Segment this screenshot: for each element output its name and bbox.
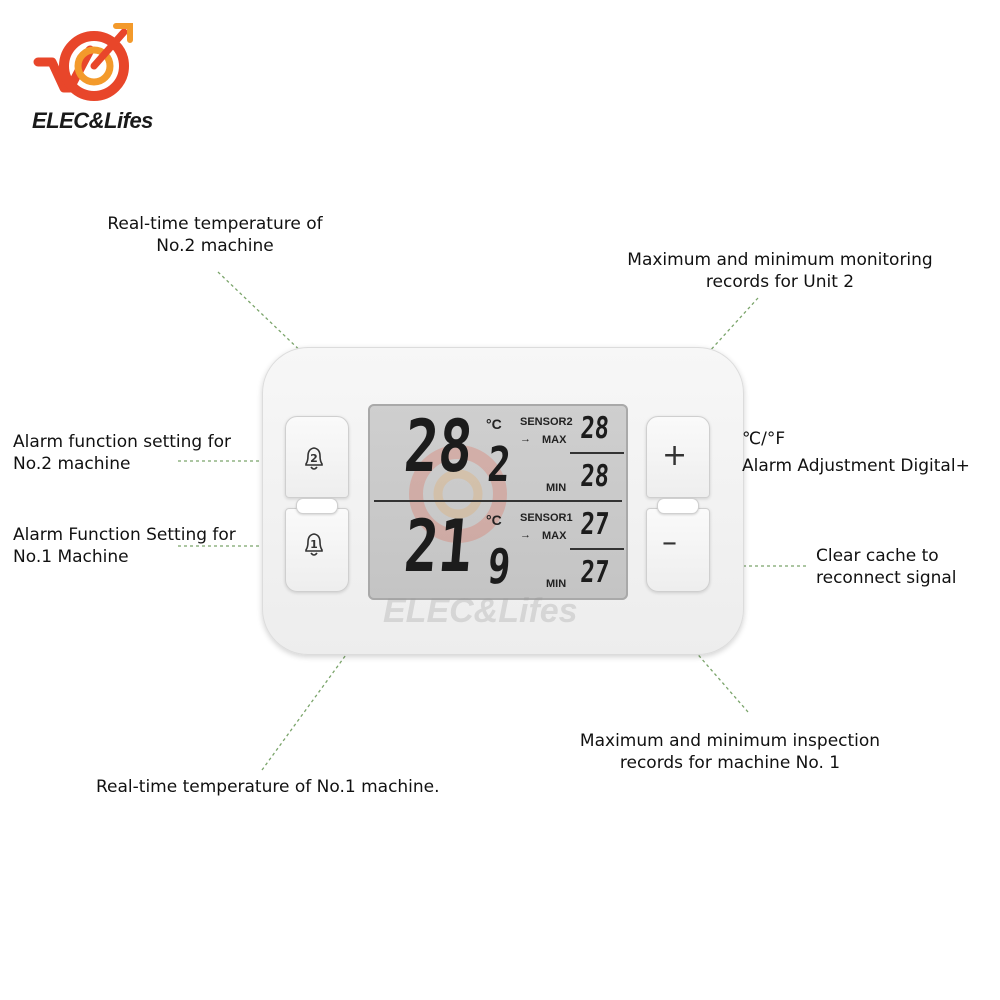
callout-alarm-adjust: Alarm Adjustment Digital+: [742, 456, 970, 476]
sensor1-label: SENSOR1: [520, 512, 573, 524]
alarm-1-number: 1: [310, 538, 318, 551]
arrow-right-icon: →: [520, 433, 531, 445]
minus-button[interactable]: [646, 508, 710, 592]
left-divider-pill: [296, 498, 338, 514]
callout-maxmin-unit2: Maximum and minimum monitoring records f…: [627, 250, 933, 292]
sensor2-label: SENSOR2: [520, 416, 573, 428]
right-divider-pill: [657, 498, 699, 514]
lcd-divider: [374, 500, 622, 502]
sensor2-max-label: MAX: [542, 434, 567, 446]
sensor1-temp-int: 21: [401, 504, 476, 588]
alarm-2-button[interactable]: [285, 416, 349, 498]
plus-icon[interactable]: +: [662, 438, 688, 473]
arrow-right-icon: →: [520, 529, 531, 541]
sensor2-min-label: MIN: [546, 482, 567, 494]
sensor1-temp-dec: 9: [485, 539, 513, 595]
sensor1-unit: °C: [486, 512, 502, 528]
callout-maxmin-machine1: Maximum and minimum inspection records f…: [579, 731, 881, 773]
bell-icon[interactable]: [302, 530, 326, 558]
sensor2-unit: °C: [486, 416, 502, 432]
plus-button[interactable]: [646, 416, 710, 498]
callout-clear-cache: Clear cache to reconnect signal: [816, 546, 957, 588]
callout-unit-toggle: ℃/°F: [742, 429, 786, 449]
bell-icon[interactable]: [302, 444, 326, 472]
sensor1-max-rule: [570, 548, 624, 550]
sensor2-temp-int: 28: [401, 404, 476, 488]
alarm-1-button[interactable]: [285, 508, 349, 592]
callout-realtime-1: Real-time temperature of No.1 machine.: [96, 777, 440, 797]
brand-name: ELEC&Lifes: [32, 108, 153, 133]
callout-realtime-2: Real-time temperature of No.2 machine: [107, 214, 323, 256]
sensor1-max-value: 27: [579, 507, 611, 542]
brand-watermark: ELEC&Lifes: [383, 592, 578, 630]
sensor2-temp-dec: 2: [485, 437, 513, 493]
sensor2-max-value: 28: [579, 411, 611, 446]
callout-alarm-2: Alarm function setting for No.2 machine: [13, 432, 231, 474]
sensor2-max-rule: [570, 452, 624, 454]
alarm-2-number: 2: [310, 452, 318, 465]
lcd-screen: 28 2 °C SENSOR2 → MAX MIN 28 28 21 9 °C …: [368, 404, 628, 600]
sensor1-min-label: MIN: [546, 578, 567, 590]
callout-alarm-1: Alarm Function Setting for No.1 Machine: [13, 525, 236, 567]
sensor2-min-value: 28: [579, 459, 611, 494]
logo-reflection-icon: [409, 445, 507, 543]
sensor1-min-value: 27: [579, 555, 611, 590]
minus-icon[interactable]: –: [662, 525, 677, 560]
sensor1-max-label: MAX: [542, 530, 567, 542]
brand-logo-icon: [30, 20, 140, 110]
